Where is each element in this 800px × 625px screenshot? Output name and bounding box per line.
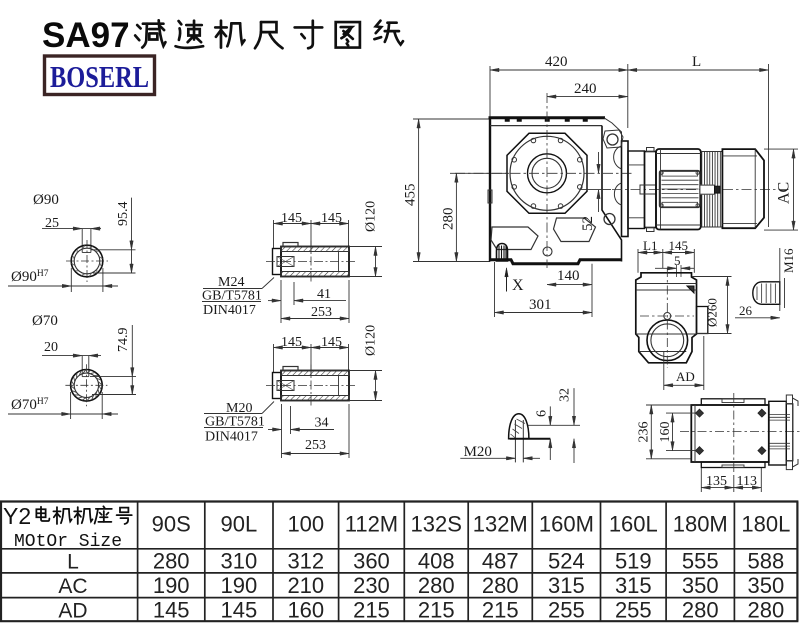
svg-text:280: 280 (418, 573, 455, 598)
svg-text:280: 280 (441, 208, 457, 231)
svg-text:DIN4017: DIN4017 (205, 430, 258, 445)
svg-text:M20: M20 (226, 401, 252, 416)
svg-text:215: 215 (482, 597, 519, 622)
svg-text:255: 255 (615, 597, 652, 622)
svg-text:L: L (67, 551, 79, 574)
svg-text:100: 100 (287, 512, 324, 537)
svg-text:360: 360 (353, 549, 390, 574)
svg-text:145: 145 (321, 335, 342, 350)
svg-text:455: 455 (403, 184, 419, 207)
svg-text:145: 145 (321, 211, 342, 226)
svg-text:34: 34 (315, 416, 329, 431)
svg-text:90S: 90S (152, 512, 191, 537)
svg-text:M20: M20 (464, 444, 492, 460)
svg-text:160L: 160L (609, 512, 658, 537)
svg-text:160M: 160M (539, 512, 594, 537)
svg-text:Ø120: Ø120 (364, 201, 379, 232)
svg-text:236: 236 (637, 422, 652, 443)
svg-text:41: 41 (317, 287, 331, 302)
svg-text:6: 6 (535, 410, 550, 417)
svg-text:26: 26 (739, 303, 753, 318)
svg-text:M16: M16 (781, 248, 796, 273)
svg-text:20: 20 (44, 340, 58, 355)
svg-text:280: 280 (682, 597, 719, 622)
svg-text:X: X (512, 277, 524, 294)
svg-text:230: 230 (353, 573, 390, 598)
svg-text:190: 190 (153, 573, 190, 598)
svg-text:145: 145 (281, 211, 302, 226)
svg-text:MOtOr Size: MOtOr Size (14, 532, 122, 552)
svg-text:315: 315 (615, 573, 652, 598)
svg-text:DIN4017: DIN4017 (203, 303, 256, 318)
svg-text:350: 350 (748, 573, 785, 598)
svg-text:BOSERL: BOSERL (50, 59, 149, 94)
svg-text:5: 5 (674, 253, 681, 268)
svg-text:Ø260: Ø260 (705, 298, 720, 327)
svg-text:GB/T5781: GB/T5781 (205, 415, 265, 430)
svg-text:408: 408 (418, 549, 455, 574)
svg-text:588: 588 (748, 549, 785, 574)
svg-text:160: 160 (658, 422, 673, 443)
svg-text:301: 301 (529, 297, 552, 313)
svg-text:280: 280 (153, 549, 190, 574)
svg-text:L1: L1 (643, 238, 657, 253)
svg-text:Ø120: Ø120 (364, 325, 379, 356)
svg-text:555: 555 (682, 549, 719, 574)
svg-text:25: 25 (45, 216, 59, 231)
svg-text:253: 253 (305, 438, 326, 453)
svg-text:32: 32 (558, 388, 573, 402)
svg-text:140: 140 (557, 268, 580, 284)
svg-text:487: 487 (482, 549, 519, 574)
svg-text:132S: 132S (411, 512, 462, 537)
svg-text:52: 52 (580, 216, 596, 231)
svg-text:350: 350 (682, 573, 719, 598)
svg-text:L: L (692, 54, 701, 70)
svg-text:AC: AC (776, 182, 793, 204)
svg-text:145: 145 (153, 597, 190, 622)
svg-text:AC: AC (58, 575, 87, 598)
svg-text:210: 210 (287, 573, 324, 598)
svg-text:112M: 112M (345, 512, 398, 537)
svg-text:GB/T5781: GB/T5781 (202, 289, 262, 304)
svg-text:280: 280 (482, 573, 519, 598)
svg-text:145: 145 (221, 597, 258, 622)
svg-text:AD: AD (58, 599, 87, 622)
svg-text:160: 160 (287, 597, 324, 622)
svg-text:519: 519 (615, 549, 652, 574)
svg-text:524: 524 (548, 549, 585, 574)
svg-text:145: 145 (669, 238, 689, 253)
svg-text:Y2: Y2 (3, 503, 31, 529)
svg-text:190: 190 (221, 573, 258, 598)
svg-text:310: 310 (221, 549, 258, 574)
svg-text:255: 255 (548, 597, 585, 622)
svg-text:95.4: 95.4 (116, 202, 131, 227)
svg-text:135: 135 (706, 474, 727, 489)
svg-text:280: 280 (748, 597, 785, 622)
svg-text:180L: 180L (741, 512, 790, 537)
svg-text:M24: M24 (218, 275, 244, 290)
svg-text:SA97: SA97 (42, 16, 130, 55)
svg-text:312: 312 (287, 549, 324, 574)
svg-text:113: 113 (737, 474, 757, 489)
svg-text:Ø90: Ø90 (33, 192, 59, 208)
svg-text:145: 145 (281, 335, 302, 350)
svg-text:420: 420 (545, 54, 568, 70)
svg-text:180M: 180M (673, 512, 728, 537)
svg-text:215: 215 (418, 597, 455, 622)
svg-text:253: 253 (311, 305, 332, 320)
svg-text:132M: 132M (473, 512, 528, 537)
svg-text:215: 215 (353, 597, 390, 622)
svg-text:90L: 90L (221, 512, 258, 537)
svg-text:Ø70: Ø70 (32, 313, 58, 329)
svg-text:315: 315 (548, 573, 585, 598)
svg-text:AD: AD (676, 369, 695, 384)
svg-text:240: 240 (574, 81, 597, 97)
svg-text:74.9: 74.9 (116, 328, 131, 353)
